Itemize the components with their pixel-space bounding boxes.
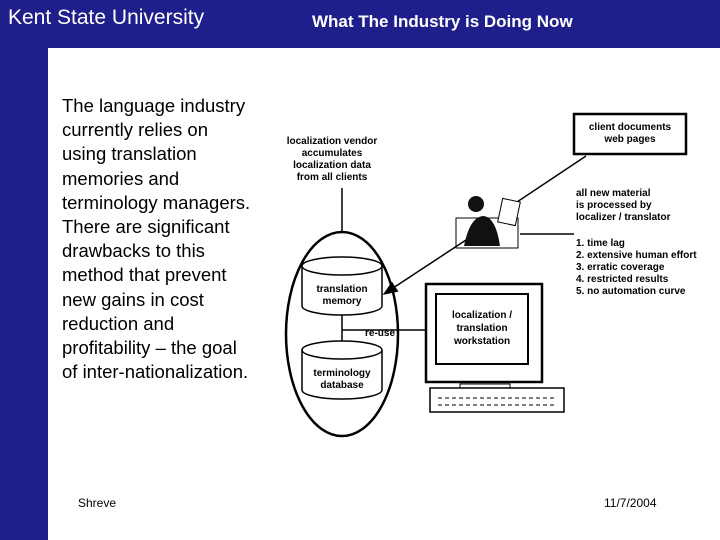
vendor-line-2: accumulates [302, 148, 363, 159]
footer-date: 11/7/2004 [604, 496, 657, 510]
client-line-2: web pages [603, 134, 656, 145]
body-text: The language industry currently relies o… [62, 95, 251, 383]
drawback-item-3: 3. erratic coverage [576, 262, 665, 273]
tdb-line-1: terminology [313, 368, 371, 379]
workstation-line-1: localization / [452, 310, 512, 321]
client-documents-box: client documents web pages [572, 112, 688, 156]
footer-author: Shreve [78, 496, 117, 510]
drawback-item-5: 5. no automation curve [576, 286, 686, 297]
workstation-monitor: localization / translation workstation [424, 282, 544, 389]
tm-line-2: memory [323, 296, 362, 307]
slide-title: What The Industry is Doing Now [312, 12, 573, 31]
tdb-line-2: database [320, 380, 364, 391]
vendor-ellipse [284, 230, 400, 438]
translation-memory-cylinder: translation memory [301, 256, 383, 316]
reuse-label: re-use [365, 328, 395, 339]
client-line-1: client documents [589, 122, 672, 133]
drawbacks-list: 1. time lag 2. extensive human effort 3.… [576, 238, 697, 297]
process-label: all new material is processed by localiz… [576, 188, 671, 223]
drawback-item-4: 4. restricted results [576, 274, 669, 285]
vendor-line-1: localization vendor [287, 136, 378, 147]
translator-figure [455, 196, 521, 249]
localization-diagram: localization vendor accumulates localiza… [284, 112, 697, 438]
left-sidebar-bar [0, 48, 48, 540]
drawback-item-2: 2. extensive human effort [576, 250, 697, 261]
workstation-line-3: workstation [453, 336, 510, 347]
translator-to-memory-arrow [382, 239, 467, 295]
university-name: Kent State University [8, 6, 205, 29]
workstation-keyboard [429, 387, 565, 413]
vendor-line-4: from all clients [297, 172, 368, 183]
tm-line-1: translation [316, 284, 367, 295]
drawback-item-1: 1. time lag [576, 238, 625, 249]
process-line-1: all new material [576, 188, 651, 199]
header-bar [0, 0, 720, 48]
process-line-2: is processed by [576, 200, 652, 211]
vendor-label: localization vendor accumulates localiza… [287, 136, 378, 183]
process-line-3: localizer / translator [576, 212, 671, 223]
terminology-database-cylinder: terminology database [301, 340, 383, 400]
vendor-line-3: localization data [293, 160, 371, 171]
workstation-line-2: translation [456, 323, 507, 334]
